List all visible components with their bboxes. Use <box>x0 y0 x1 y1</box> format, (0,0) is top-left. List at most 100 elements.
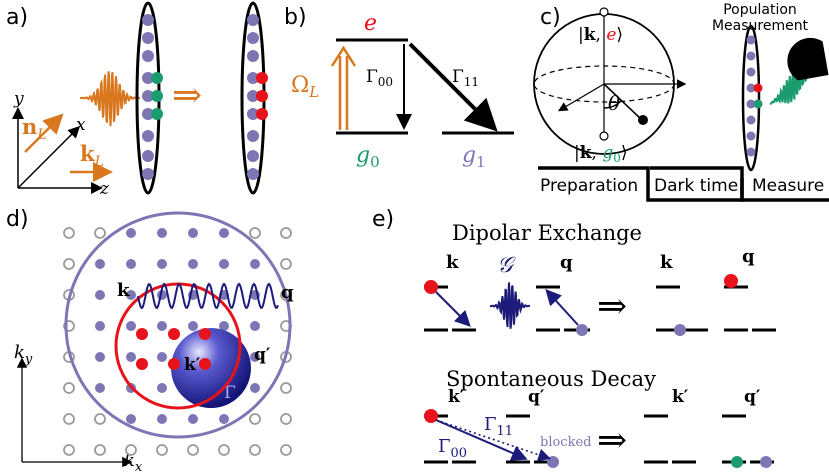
lattice-site-filled <box>188 259 198 269</box>
lattice-site-empty <box>63 258 75 270</box>
dipolar-exchange-title: Dipolar Exchange <box>452 221 642 245</box>
lattice-site-filled <box>126 259 136 269</box>
lattice-site-filled <box>157 352 167 362</box>
q-excitation-arrow <box>545 289 579 326</box>
gamma-label: Γ <box>224 383 236 403</box>
atom <box>247 32 259 44</box>
atom <box>142 14 154 26</box>
result-k-label: k <box>660 252 673 273</box>
result-kprime-label: k′ <box>672 387 689 407</box>
decay-arrow: ⇒ <box>597 420 627 461</box>
kprime-label: k′ <box>184 355 201 375</box>
measurement-title-line2: Measurement <box>712 18 809 34</box>
lattice-site-filled <box>157 383 167 393</box>
atom <box>746 51 756 61</box>
excited-atom-red <box>256 108 268 120</box>
blocked-label: blocked <box>540 435 591 450</box>
atom <box>247 150 259 162</box>
lattice-site-empty <box>94 227 106 239</box>
lattice-site-empty <box>280 444 292 456</box>
result-green-atom <box>731 456 743 468</box>
atom <box>247 90 259 102</box>
lattice-site-filled <box>250 352 260 362</box>
atom <box>247 50 259 62</box>
atom <box>247 14 259 26</box>
panel-b-label: b) <box>284 5 307 30</box>
e-k-label: k <box>446 252 459 273</box>
lattice-site-filled <box>95 383 105 393</box>
lattice-site-filled <box>126 228 136 238</box>
ground-atom-green <box>753 99 763 109</box>
lattice-site-empty <box>94 444 106 456</box>
result-q-atom <box>724 274 738 288</box>
dipolar-exchange-diagram: k 𝒢 q ⇒ k q <box>424 246 776 336</box>
atom <box>247 108 259 120</box>
lattice-site-filled <box>188 414 198 424</box>
drive-arrowhead <box>330 45 357 67</box>
gamma-11-arrow <box>408 42 498 132</box>
kx-label: kx <box>124 450 143 473</box>
e-kprime-label: k′ <box>448 387 465 407</box>
lattice-site-filled <box>95 290 105 300</box>
transition-arrow: ⇒ <box>172 75 202 116</box>
occupied-states <box>136 328 211 370</box>
lattice-site-empty <box>125 444 137 456</box>
lattice-site-empty <box>249 444 261 456</box>
axis-z-label: z <box>99 179 110 199</box>
lattice-site-empty <box>280 258 292 270</box>
lattice-site-filled <box>126 321 136 331</box>
occupied-atom-red <box>168 358 180 370</box>
lattice-site-filled <box>157 259 167 269</box>
axis-x-label: x <box>76 115 86 135</box>
ky-label: ky <box>14 342 33 367</box>
atom <box>746 99 756 109</box>
atom <box>142 150 154 162</box>
coupling-wave <box>489 282 530 329</box>
qp-ground-atom <box>547 456 559 468</box>
gamma-sphere <box>171 328 251 408</box>
kp-excited-atom <box>424 409 438 423</box>
light-cone-circle <box>64 211 292 439</box>
lattice-site-empty <box>63 413 75 425</box>
occupied-atom-red <box>168 328 180 340</box>
ground-0-label: g0 <box>356 143 380 171</box>
lattice-site-filled <box>126 290 136 300</box>
panel-e-label: e) <box>372 207 394 232</box>
q-ground-atom <box>576 324 588 336</box>
ket-e-label: |k, e⟩ <box>578 25 623 45</box>
excited-atom-red <box>256 90 268 102</box>
lattice-site-filled <box>157 414 167 424</box>
lattice-site-filled <box>126 414 136 424</box>
lattice-site-empty <box>280 382 292 394</box>
north-pole-marker <box>599 7 609 17</box>
lattice-site-empty <box>94 413 106 425</box>
atom <box>142 168 154 180</box>
lattice-site-empty <box>63 444 75 456</box>
lattice-site-filled <box>219 321 229 331</box>
atom <box>746 147 756 157</box>
e-gamma00-label: Γ00 <box>438 436 467 461</box>
atom <box>142 32 154 44</box>
bloch-state-vector <box>603 83 643 121</box>
lattice-site-empty <box>187 444 199 456</box>
lattice-site-filled <box>250 321 260 331</box>
panel-d-label: d) <box>6 207 29 232</box>
qprime-label: q′ <box>254 345 271 365</box>
lattice-site-empty <box>63 382 75 394</box>
timeline-preparation: Preparation <box>540 176 638 196</box>
panel-e: e) Dipolar Exchange k 𝒢 q ⇒ k <box>372 207 776 468</box>
e-qprime-label: q′ <box>528 387 545 407</box>
atoms-before <box>142 14 163 180</box>
lattice-site-empty <box>156 444 168 456</box>
excited-atom-red <box>753 83 763 93</box>
measurement-atom-array <box>741 24 761 172</box>
atom <box>746 35 756 45</box>
atom <box>142 108 154 120</box>
timeline-high <box>650 166 829 202</box>
theta-label: θ <box>608 91 620 115</box>
result-q-label: q <box>742 246 755 267</box>
result-k-atom <box>674 324 686 336</box>
axis-y-label: y <box>13 89 24 109</box>
laser-pulse <box>80 71 141 126</box>
